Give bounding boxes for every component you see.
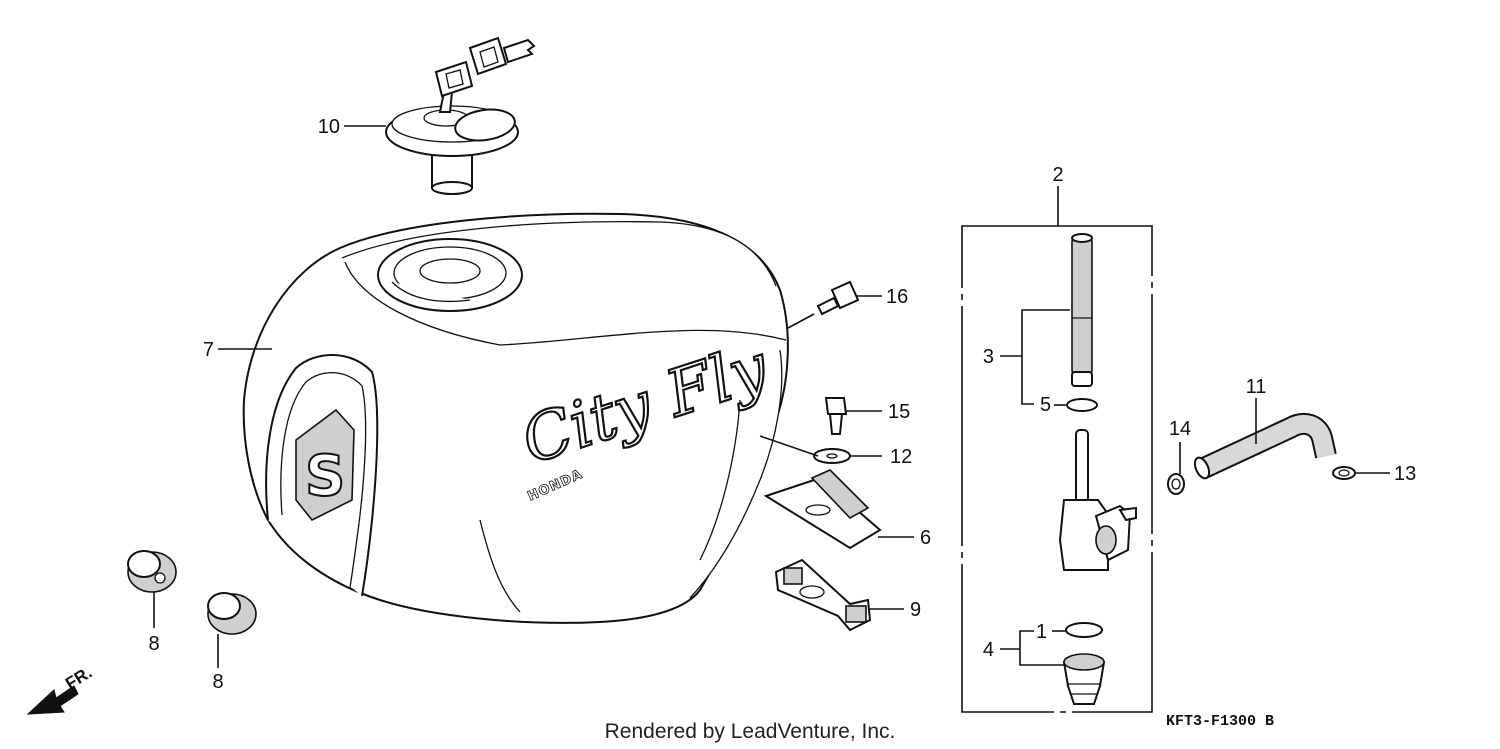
callout-15: 15 (888, 401, 910, 423)
bolt-16[interactable] (816, 280, 860, 316)
callout-8a: 8 (148, 633, 159, 655)
diagram-code: KFT3-F1300 B (1166, 713, 1274, 730)
mount-9[interactable] (774, 558, 872, 632)
callout-12: 12 (890, 446, 912, 468)
callout-14: 14 (1169, 418, 1191, 440)
callout-4: 4 (983, 639, 994, 661)
callout-10: 10 (318, 116, 340, 138)
callout-8b: 8 (212, 671, 223, 693)
front-label: FR. (62, 663, 95, 694)
fuel-cock-body[interactable] (1058, 429, 1137, 571)
callout-5: 5 (1040, 394, 1051, 416)
callout-6: 6 (920, 527, 931, 549)
tank-emblem: S (295, 408, 355, 522)
credit-text: Rendered by LeadVenture, Inc. (605, 720, 896, 743)
o-ring-5[interactable] (1066, 398, 1098, 412)
bracket-6[interactable] (763, 469, 882, 550)
clip-13[interactable] (1332, 466, 1356, 480)
fuel-tank[interactable]: S City Fly HONDA (242, 212, 789, 624)
callout-3: 3 (983, 346, 994, 368)
callout-11: 11 (1246, 376, 1267, 398)
callout-16: 16 (886, 286, 908, 308)
fuel-tube-11[interactable] (1192, 412, 1337, 481)
callout-13: 13 (1394, 463, 1416, 485)
fuel-cock-group (961, 186, 1153, 713)
o-ring-1[interactable] (1065, 622, 1103, 638)
callout-7: 7 (203, 339, 214, 361)
cushion-8b[interactable] (207, 592, 257, 635)
callout-1: 1 (1036, 621, 1047, 643)
cup-4[interactable] (1062, 653, 1106, 705)
fuel-cap-with-keys[interactable] (385, 36, 536, 195)
clip-14[interactable] (1167, 473, 1185, 495)
emblem-letter: S (305, 444, 345, 509)
callout-9: 9 (910, 599, 921, 621)
callout-2: 2 (1052, 164, 1063, 186)
front-direction-arrow: FR. (26, 663, 95, 715)
cushion-8a[interactable] (127, 550, 177, 593)
strainer-3[interactable] (1071, 233, 1093, 387)
washer-12[interactable] (813, 448, 851, 464)
bolt-15[interactable] (824, 397, 848, 435)
